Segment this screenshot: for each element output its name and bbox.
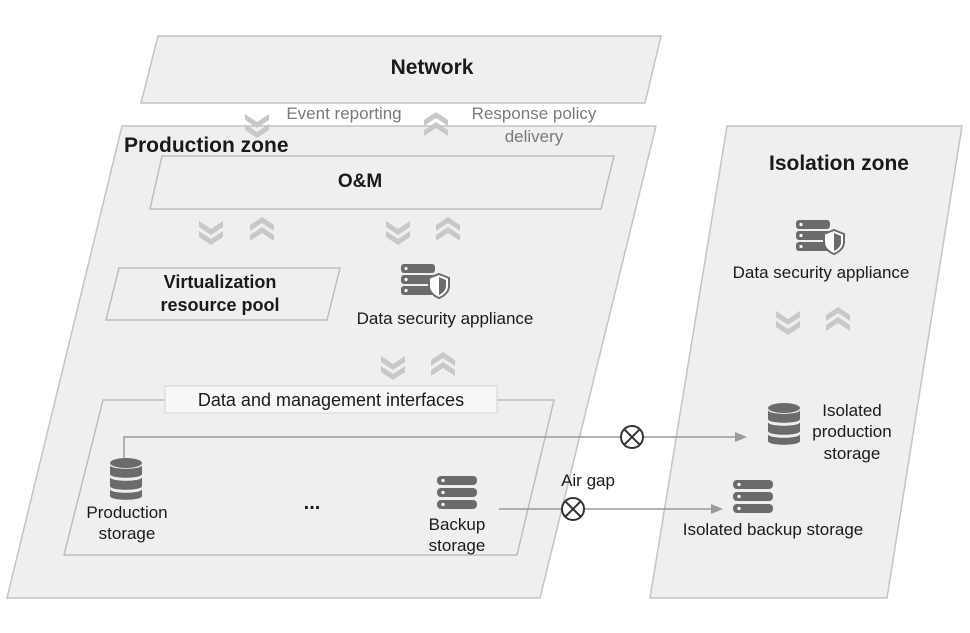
ellipsis-text: ... [303, 492, 321, 514]
isolated-production-label-3: storage [823, 444, 881, 463]
interfaces-label-box [164, 385, 498, 414]
virtualization-label: Virtualization [163, 272, 277, 292]
virtualization-label-2: resource pool [160, 295, 280, 315]
isolated-backup-label: Isolated backup storage [682, 520, 864, 539]
storage-stack-icon [437, 476, 477, 509]
appliance-label: Data security appliance [356, 309, 534, 328]
production-storage-label: Production [86, 503, 168, 522]
air-gap-label: Air gap [561, 471, 615, 490]
event-reporting-label: Event reporting [286, 104, 402, 123]
air-gap-cross-icon [561, 497, 585, 521]
backup-storage-label-2: storage [428, 536, 486, 555]
om-box [149, 155, 615, 210]
production-zone-title: Production zone [124, 134, 289, 157]
isolation-zone [649, 125, 963, 599]
om-title: O&M [337, 171, 383, 192]
air-gap-cross-icon [620, 425, 644, 449]
network-title: Network [390, 56, 474, 79]
isolation-appliance-label: Data security appliance [732, 263, 910, 282]
isolated-production-label-2: production [812, 422, 892, 441]
replication-line [123, 436, 740, 458]
isolation-zone-title: Isolation zone [768, 152, 909, 175]
backup-storage-label: Backup [428, 515, 486, 534]
response-policy-label-2: delivery [504, 127, 564, 146]
interfaces-label: Data and management interfaces [197, 390, 465, 410]
arrowhead-icon [735, 432, 747, 442]
storage-stack-icon [733, 480, 773, 513]
arrowhead-icon [711, 504, 723, 514]
production-storage-label-2: storage [98, 524, 156, 543]
virtualization-box [105, 267, 341, 321]
network-zone [140, 35, 662, 104]
isolated-production-label: Isolated [822, 401, 882, 420]
response-policy-label: Response policy [471, 104, 597, 123]
